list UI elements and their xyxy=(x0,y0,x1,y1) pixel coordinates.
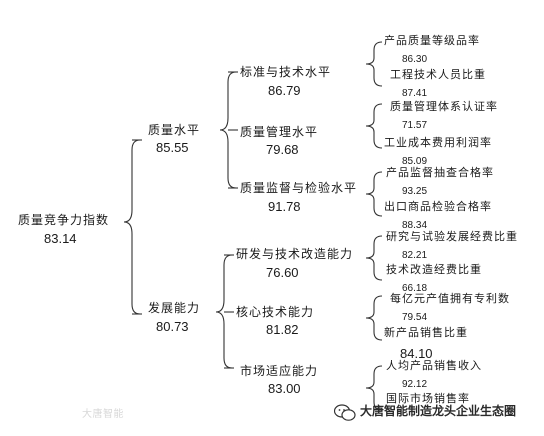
level2-value-3: 76.60 xyxy=(266,265,299,280)
brace-l3-0 xyxy=(365,41,383,87)
level3-label-1: 工程技术人员比重 xyxy=(390,68,486,81)
level2-label-2: 质量监督与检验水平 xyxy=(240,181,358,195)
level3-label-0: 产品质量等级品率 xyxy=(384,34,480,47)
wechat-icon xyxy=(334,404,356,421)
level3-value-5: 88.34 xyxy=(402,220,428,231)
brace-l3-3 xyxy=(365,235,383,281)
brace-l3-1 xyxy=(365,103,383,149)
level3-value-3: 85.09 xyxy=(402,156,428,167)
level3-value-7: 66.18 xyxy=(402,283,428,294)
level1-value-0: 85.55 xyxy=(156,140,189,155)
level3-value-6: 82.21 xyxy=(402,250,428,261)
level3-label-3: 工业成本费用利润率 xyxy=(384,136,492,149)
watermark-right: 大唐智能制造龙头企业生态圈 xyxy=(360,404,517,418)
level3-label-2: 质量管理体系认证率 xyxy=(390,100,498,113)
level3-label-10: 人均产品销售收入 xyxy=(386,359,482,372)
level3-value-11: 92.12 xyxy=(402,379,428,390)
level3-label-7: 技术改造经费比重 xyxy=(386,263,482,276)
level3-label-6: 研究与试验发展经费比重 xyxy=(386,230,518,243)
level3-value-9: 84.10 xyxy=(400,346,433,361)
brace-l3-4 xyxy=(365,295,383,341)
level2-value-1: 79.68 xyxy=(266,142,299,157)
level3-value-4: 93.25 xyxy=(402,186,428,197)
level2-label-3: 研发与技术改造能力 xyxy=(236,247,354,261)
level2-label-4: 核心技术能力 xyxy=(236,305,315,319)
level3-label-8: 每亿元产值拥有专利数 xyxy=(390,292,510,305)
level3-label-11: 国际市场销售率 xyxy=(386,392,470,405)
brace-l3-5 xyxy=(365,365,383,411)
brace-root xyxy=(123,139,141,315)
level3-value-0: 86.30 xyxy=(402,54,428,65)
root-value: 83.14 xyxy=(44,231,77,246)
level3-value-2: 71.57 xyxy=(402,120,428,131)
level2-value-5: 83.00 xyxy=(268,381,301,396)
level3-label-9: 新产品销售比重 xyxy=(384,326,468,339)
root-label: 质量竞争力指数 xyxy=(18,213,110,227)
level3-label-5: 出口商品检验合格率 xyxy=(384,200,492,213)
level2-label-5: 市场适应能力 xyxy=(240,364,319,378)
level1-label-1: 发展能力 xyxy=(148,301,201,315)
level2-value-0: 86.79 xyxy=(268,83,301,98)
level1-label-0: 质量水平 xyxy=(148,123,201,137)
level3-label-4: 产品监督抽查合格率 xyxy=(386,166,494,179)
level1-value-1: 80.73 xyxy=(156,319,189,334)
level2-label-0: 标准与技术水平 xyxy=(240,65,332,79)
level3-value-1: 87.41 xyxy=(402,88,428,99)
brace-l3-2 xyxy=(365,171,383,217)
brace-quality xyxy=(219,71,237,189)
level2-label-1: 质量管理水平 xyxy=(240,125,319,139)
level2-value-4: 81.82 xyxy=(266,322,299,337)
level3-value-8: 79.54 xyxy=(402,312,428,323)
level2-value-2: 91.78 xyxy=(268,199,301,214)
brace-develop xyxy=(215,254,233,369)
watermark-left: 大唐智能 xyxy=(82,409,124,420)
